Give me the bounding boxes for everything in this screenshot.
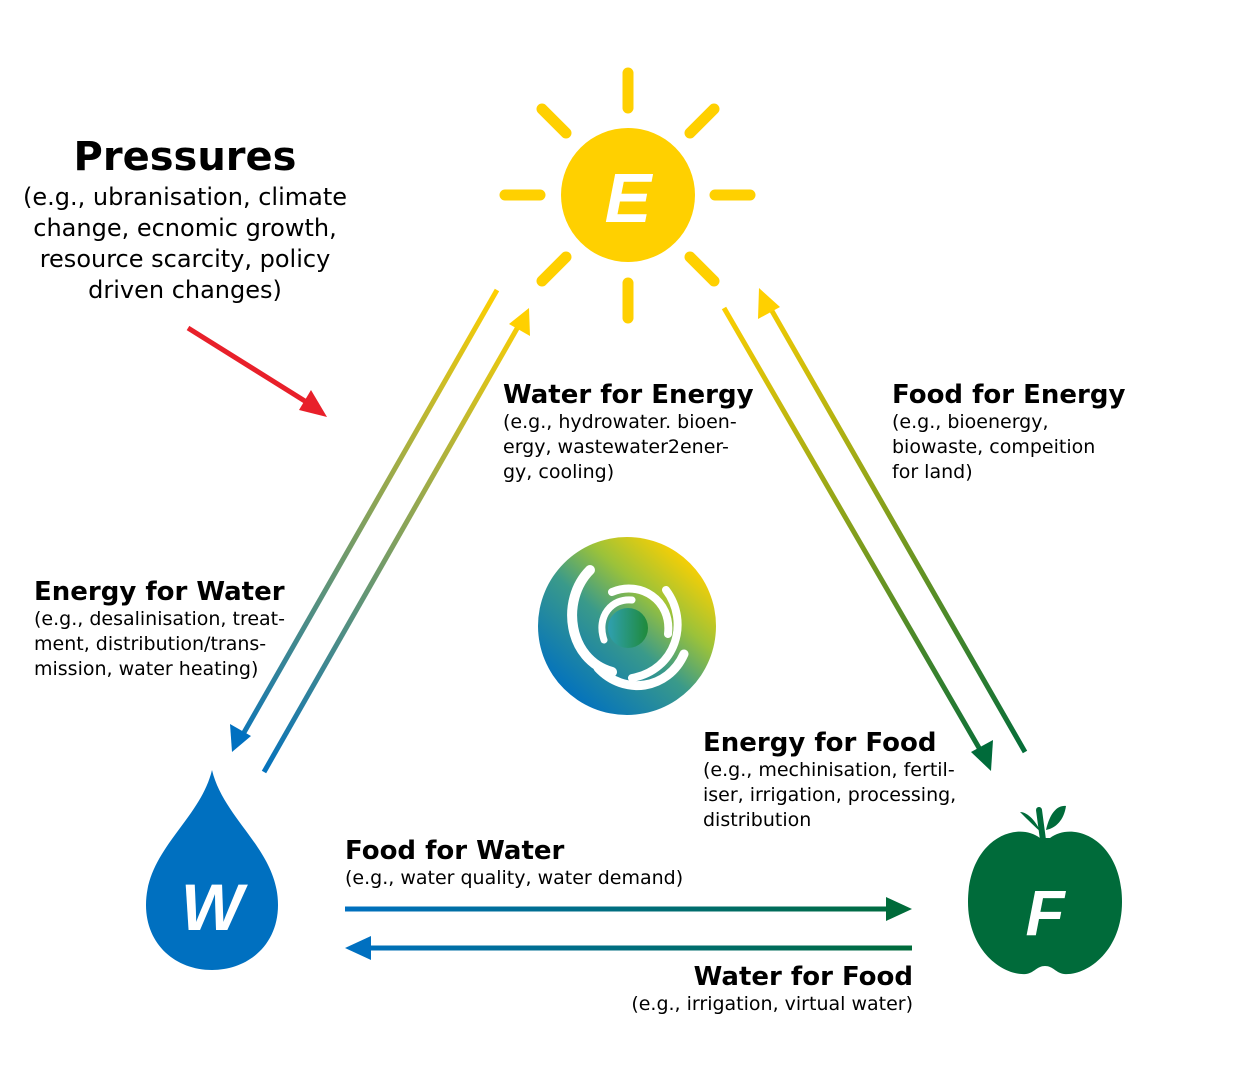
apple-icon: F <box>968 805 1122 975</box>
water-for-energy-title: Water for Energy <box>503 380 754 410</box>
water-for-energy-label: Water for Energy (e.g., hydrowater. bioe… <box>503 380 754 485</box>
energy-for-food-text: (e.g., mechinisation, fertil- iser, irri… <box>703 759 957 831</box>
food-for-water-label: Food for Water (e.g., water quality, wat… <box>345 836 683 891</box>
food-letter: F <box>1025 877 1066 949</box>
energy-for-food-label: Energy for Food (e.g., mechinisation, fe… <box>703 728 956 833</box>
water-drop-icon: W <box>146 770 278 970</box>
sun-icon: E <box>499 67 756 324</box>
water-letter: W <box>181 870 248 944</box>
food-for-water-title: Food for Water <box>345 836 565 866</box>
pressure-arrow-icon <box>186 325 327 417</box>
energy-letter: E <box>605 159 654 237</box>
water-for-food-title: Water for Food <box>693 962 913 992</box>
energy-for-water-label: Energy for Water (e.g., desalinisation, … <box>34 577 285 682</box>
energy-for-water-arrow-icon <box>230 288 500 752</box>
sun-disc <box>561 128 695 262</box>
food-for-energy-title: Food for Energy <box>892 380 1126 410</box>
pressures-block: Pressures (e.g., ubranisation, climate c… <box>20 132 350 306</box>
pressures-text: (e.g., ubranisation, climate change, ecn… <box>22 183 347 304</box>
energy-for-food-arrow-icon <box>721 306 993 771</box>
water-for-food-text: (e.g., irrigation, virtual water) <box>631 993 913 1015</box>
food-for-water-text: (e.g., water quality, water demand) <box>345 867 684 889</box>
energy-for-water-title: Energy for Water <box>34 577 285 607</box>
energy-for-food-title: Energy for Food <box>703 728 937 758</box>
energy-for-water-text: (e.g., desalinisation, treat- ment, dist… <box>34 608 285 680</box>
pressures-title: Pressures <box>73 134 297 180</box>
water-for-energy-arrow-icon <box>261 308 530 774</box>
food-for-energy-arrow-icon <box>758 288 1028 754</box>
water-for-energy-text: (e.g., hydrowater. bioen- ergy, wastewat… <box>503 411 737 483</box>
food-for-energy-label: Food for Energy (e.g., bioenergy, biowas… <box>892 380 1125 485</box>
sun-rays <box>499 67 756 324</box>
water-for-food-arrow-icon <box>345 936 912 960</box>
water-for-food-label: Water for Food (e.g., irrigation, virtua… <box>631 962 913 1017</box>
food-for-water-arrow-icon <box>345 897 912 921</box>
food-for-energy-text: (e.g., bioenergy, biowaste, compeition f… <box>892 411 1096 483</box>
nexus-logo-icon <box>538 537 716 715</box>
